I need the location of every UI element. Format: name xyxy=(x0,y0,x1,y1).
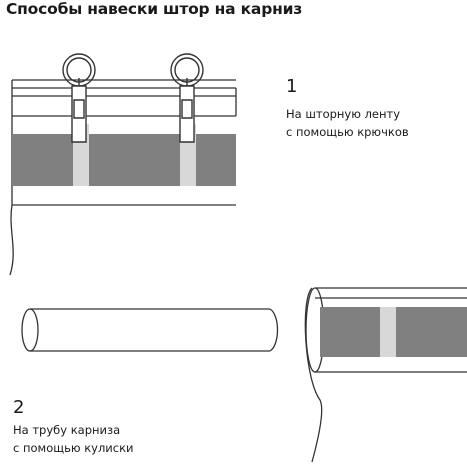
cord xyxy=(9,204,14,276)
page-title: Способы навески штор на карниз xyxy=(6,0,303,18)
method-1-line2: с помощью крючков xyxy=(286,125,409,139)
method-2-line2: с помощью кулиски xyxy=(13,441,134,455)
method-2-description: На трубу карниза с помощью кулиски xyxy=(13,421,134,457)
method-1-line1: На шторную ленту xyxy=(286,107,401,121)
method-2-line1: На трубу карниза xyxy=(13,423,121,437)
hook-icon xyxy=(71,78,87,143)
curtain-band xyxy=(12,134,236,186)
method-1-number: 1 xyxy=(286,76,298,97)
hook-icon xyxy=(179,78,195,143)
method-1-description: На шторную ленту с помощью крючков xyxy=(286,105,409,141)
method-2-number: 2 xyxy=(13,397,25,418)
